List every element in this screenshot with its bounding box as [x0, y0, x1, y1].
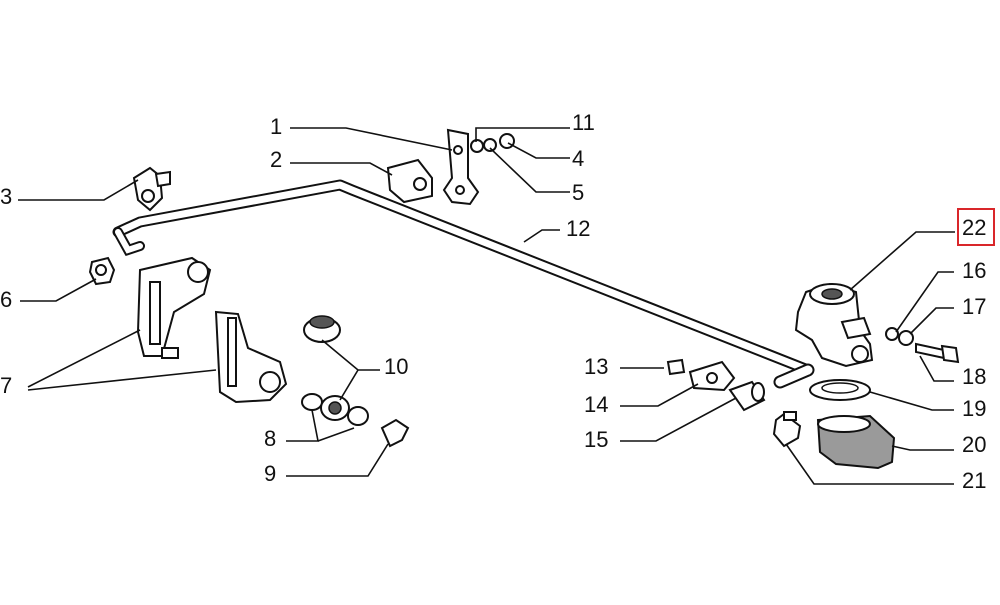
callout-16: 16: [962, 258, 987, 283]
rubber-grommet-top: [303, 315, 341, 343]
hose-clip: [772, 411, 802, 448]
callout-12: 12: [566, 216, 591, 241]
callout-7: 7: [0, 373, 13, 398]
washer: [470, 139, 484, 153]
leader-lines: [18, 127, 955, 485]
callout-17: 17: [962, 294, 987, 319]
bolt: [915, 342, 960, 364]
callout-14: 14: [584, 392, 609, 417]
clamp-ring: [809, 379, 871, 401]
link-end: [132, 166, 171, 212]
bolt: [666, 358, 686, 376]
callout-13: 13: [584, 354, 609, 379]
callout-19: 19: [962, 396, 987, 421]
callout-20: 20: [962, 432, 987, 457]
callout-15: 15: [584, 427, 609, 452]
clamp-bracket: [442, 128, 480, 206]
washer: [885, 327, 899, 341]
callout-8: 8: [264, 426, 277, 451]
washer: [483, 138, 497, 152]
clip: [380, 418, 410, 448]
bush-stack: [301, 393, 369, 426]
callout-6: 6: [0, 287, 13, 312]
callout-11: 11: [572, 110, 595, 135]
callout-9: 9: [264, 461, 277, 486]
callout-18: 18: [962, 364, 987, 389]
callout-10: 10: [384, 354, 409, 379]
rubber-bush: [386, 158, 433, 204]
brake-regulator-valve: [794, 282, 874, 368]
sleeve: [728, 380, 766, 412]
callout-4: 4: [572, 146, 585, 171]
callout-22: 22: [962, 215, 987, 240]
highlighted-callout-box: 22: [957, 208, 995, 246]
callout-21: 21: [962, 468, 987, 493]
callout-2: 2: [270, 147, 283, 172]
link-bracket: [688, 360, 736, 392]
mounting-bracket-left: [136, 256, 212, 359]
callout-5: 5: [572, 180, 585, 205]
nut: [898, 330, 914, 346]
callout-3: 3: [0, 184, 13, 209]
mounting-bracket-right: [214, 310, 288, 404]
stabilizer-bar: [112, 179, 815, 389]
rubber-boot: [816, 414, 896, 470]
callout-1: 1: [270, 114, 283, 139]
